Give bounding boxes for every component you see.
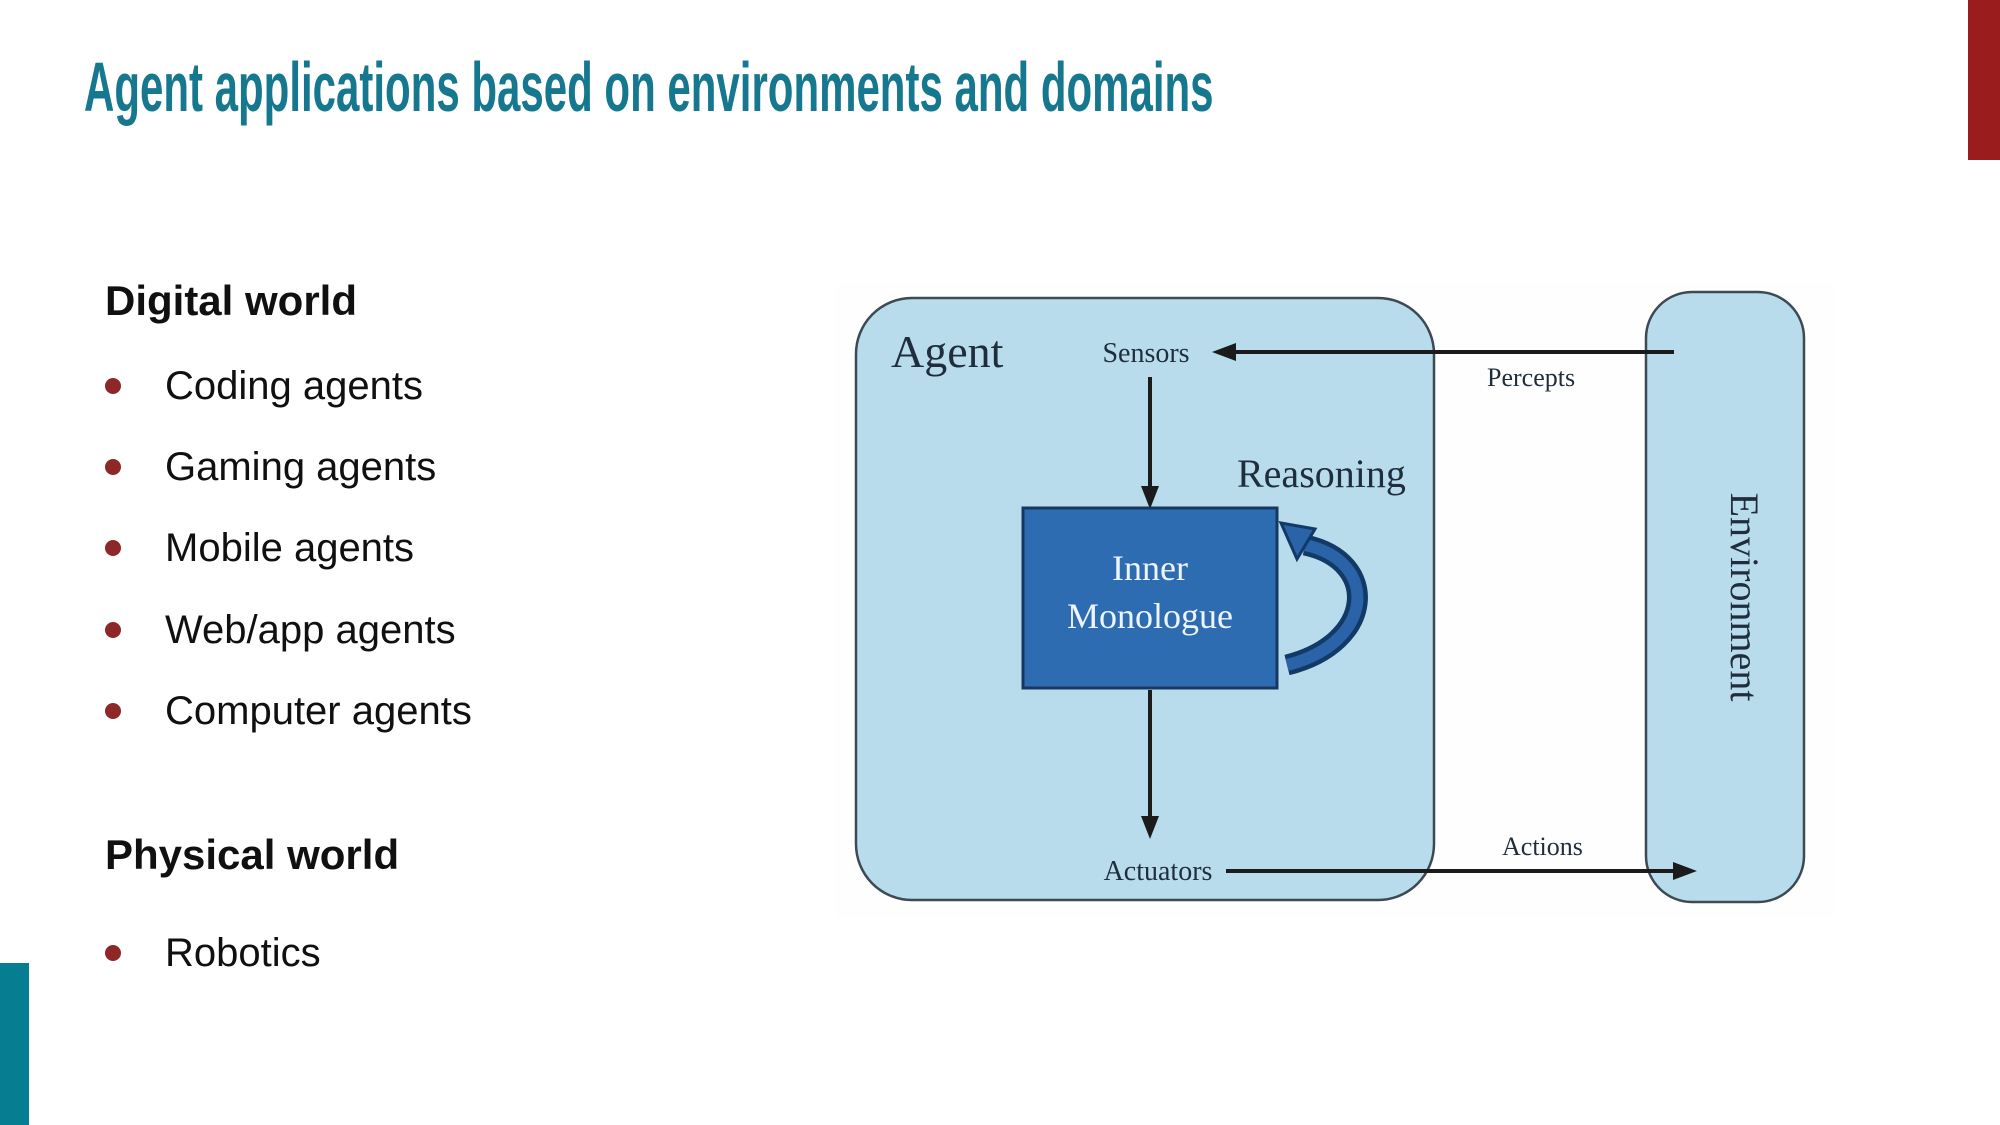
bullet-icon: [105, 622, 121, 638]
list-item-computer-agents: Computer agents: [105, 687, 472, 735]
physical-world-heading: Physical world: [105, 831, 400, 878]
list-item-robotics: Robotics: [105, 929, 321, 977]
agent-environment-figure: Agent Sensors Percepts Reasoning Inner M…: [835, 283, 1835, 918]
actuators-label: Actuators: [1104, 856, 1213, 887]
list-item-label: Mobile agents: [165, 525, 415, 570]
bottom-left-accent-bar: [0, 963, 29, 1125]
agent-environment-diagram: Agent Sensors Percepts Reasoning Inner M…: [854, 290, 1806, 904]
inner-monologue-label-line1: Inner: [1112, 548, 1188, 588]
arrowhead-left-icon: [1212, 343, 1236, 361]
inner-monologue-box: [1021, 506, 1279, 690]
reasoning-loop-arrow: [1278, 521, 1368, 676]
actions-label: Actions: [1502, 832, 1583, 861]
sensors-label: Sensors: [1102, 338, 1189, 369]
bullet-icon: [105, 378, 121, 394]
arrowhead-down-icon: [1141, 816, 1159, 839]
reasoning-label: Reasoning: [1237, 451, 1406, 496]
percepts-arrow: [1212, 343, 1674, 361]
actions-arrow: [1226, 862, 1697, 880]
arrowhead-right-icon: [1673, 862, 1697, 880]
inner-monologue-label-line2: Monologue: [1067, 596, 1233, 636]
list-item-mobile-agents: Mobile agents: [105, 524, 414, 572]
list-item-label: Gaming agents: [165, 444, 437, 489]
sensors-to-monologue-arrow: [1141, 377, 1159, 509]
monologue-to-actuators-arrow: [1141, 690, 1159, 839]
list-item-gaming-agents: Gaming agents: [105, 443, 436, 491]
slide-title: Agent applications based on environments…: [84, 48, 1214, 126]
list-item-label: Computer agents: [165, 688, 472, 733]
list-item-label: Web/app agents: [165, 607, 456, 652]
list-item-label: Robotics: [165, 930, 321, 975]
bullet-icon: [105, 945, 121, 961]
agent-label: Agent: [891, 326, 1004, 377]
list-item-web-app-agents: Web/app agents: [105, 606, 456, 654]
percepts-label: Percepts: [1487, 363, 1575, 392]
bullet-icon: [105, 540, 121, 556]
bullet-icon: [105, 703, 121, 719]
list-item-coding-agents: Coding agents: [105, 362, 423, 410]
arrowhead-down-icon: [1141, 486, 1159, 509]
arrowhead-upleft-icon: [1278, 521, 1318, 563]
environment-box: [1644, 290, 1806, 904]
bullet-icon: [105, 459, 121, 475]
list-item-label: Coding agents: [165, 363, 423, 408]
environment-label: Environment: [1722, 493, 1767, 702]
digital-world-heading: Digital world: [105, 277, 357, 324]
top-right-accent-bar: [1968, 0, 2000, 160]
